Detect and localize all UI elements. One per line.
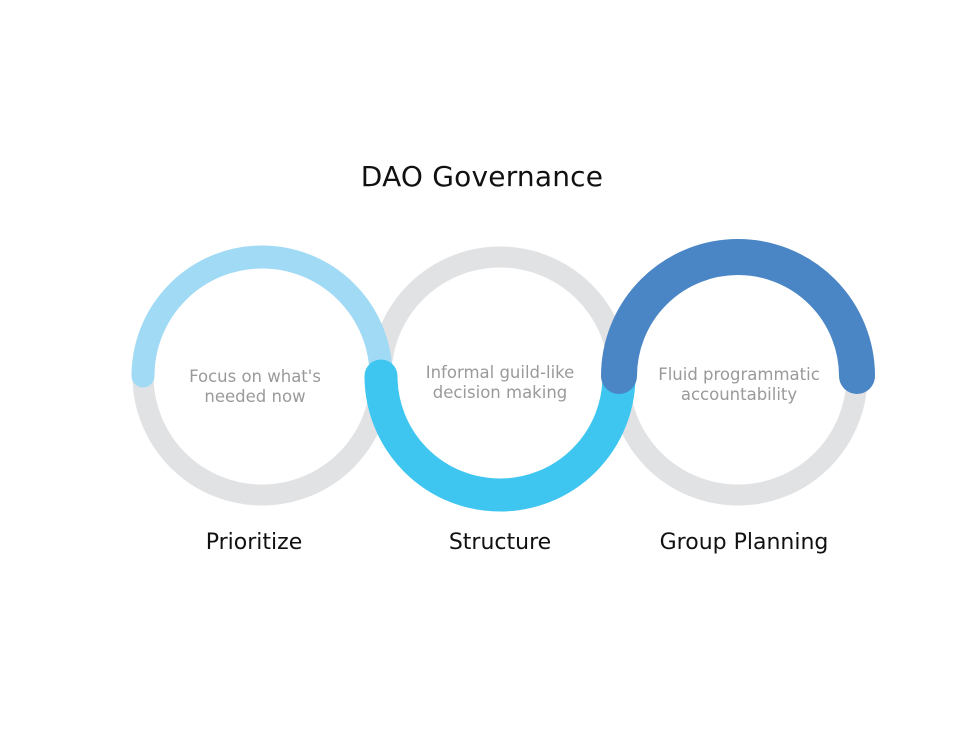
arc-group-planning xyxy=(601,239,875,394)
diagram-title: DAO Governance xyxy=(360,160,604,193)
description-line: accountability xyxy=(680,385,798,404)
description-prioritize: Focus on what's needed now xyxy=(160,367,350,407)
arc-structure xyxy=(364,359,636,512)
description-group-planning: Fluid programmatic accountability xyxy=(644,365,834,405)
description-line: decision making xyxy=(432,383,568,402)
arc-prioritize xyxy=(131,245,393,388)
description-line: Informal guild-like xyxy=(425,363,575,382)
description-line: Fluid programmatic xyxy=(658,365,820,384)
description-line: needed now xyxy=(204,387,306,406)
label-group-planning: Group Planning xyxy=(659,530,829,555)
label-prioritize: Prioritize xyxy=(205,530,303,555)
description-line: Focus on what's xyxy=(189,367,321,386)
label-structure: Structure xyxy=(448,530,552,555)
description-structure: Informal guild-like decision making xyxy=(405,363,595,403)
